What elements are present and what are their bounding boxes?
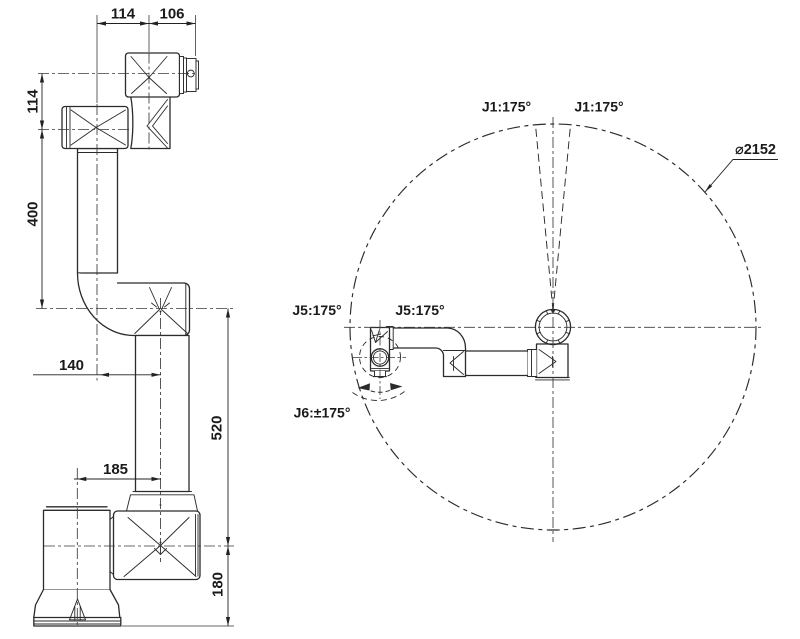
dim-shoulder-offset: 185 bbox=[103, 461, 128, 478]
wrist-lower-block bbox=[61, 105, 129, 150]
label-j5-right: J5:175° bbox=[395, 302, 444, 318]
dim-flange-offset: 106 bbox=[159, 6, 184, 23]
label-j6: J6:±175° bbox=[294, 405, 351, 421]
dimension-arrows bbox=[39, 21, 231, 626]
top-view: J1:175° J1:175° ⌀2152 J5:175° J5:175° J6… bbox=[292, 99, 778, 542]
dim-wrist-span: 114 bbox=[111, 6, 136, 23]
label-j5-left: J5:175° bbox=[292, 302, 341, 318]
top-view-centerlines bbox=[344, 117, 762, 542]
wrist-connector bbox=[130, 96, 171, 150]
base bbox=[33, 506, 122, 627]
label-diameter: ⌀2152 bbox=[735, 142, 776, 158]
side-view-dimensions: 114 106 114 400 140 185 520 180 bbox=[25, 6, 234, 627]
label-j1-left: J1:175° bbox=[482, 99, 531, 115]
dim-wrist-drop: 114 bbox=[25, 89, 42, 114]
j1-range-wedge bbox=[535, 124, 571, 312]
base-ring-ticks bbox=[536, 310, 570, 344]
side-view-robot bbox=[33, 52, 201, 627]
label-j1-right: J1:175° bbox=[574, 99, 623, 115]
dim-upper-arm: 400 bbox=[25, 201, 42, 226]
dim-lower-arm: 520 bbox=[209, 415, 226, 440]
side-view: 114 106 114 400 140 185 520 180 bbox=[25, 6, 234, 628]
wrist-top-block bbox=[124, 52, 181, 98]
shoulder-collar bbox=[126, 491, 198, 512]
tool-flange bbox=[179, 56, 199, 94]
shoulder-joint bbox=[78, 510, 201, 581]
top-view-labels: J1:175° J1:175° ⌀2152 J5:175° J5:175° J6… bbox=[292, 99, 776, 421]
dim-elbow-offset: 140 bbox=[59, 357, 84, 374]
dim-base-height: 180 bbox=[210, 572, 227, 597]
top-view-robot bbox=[369, 308, 572, 381]
j6-rotation-arrow bbox=[352, 383, 405, 401]
diameter-leader bbox=[704, 159, 778, 193]
elbow-joint bbox=[76, 272, 191, 337]
side-view-centerlines bbox=[36, 52, 234, 628]
